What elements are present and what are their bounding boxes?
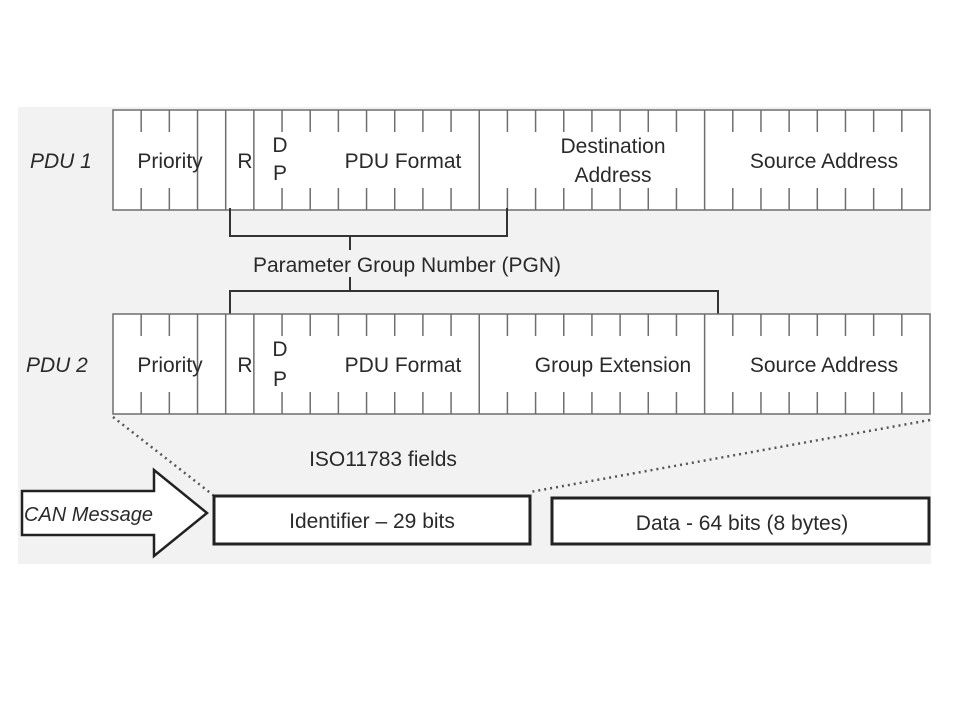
- pgn-label: Parameter Group Number (PGN): [253, 254, 561, 277]
- data-label: Data - 64 bits (8 bytes): [636, 512, 848, 535]
- pdu2-field-strip: [112, 313, 931, 415]
- pdu1-data-page-d: D: [272, 134, 287, 157]
- iso11783-fields-label: ISO11783 fields: [309, 448, 457, 471]
- pgn-bracket-lower: [229, 277, 719, 316]
- identifier-box: Identifier – 29 bits: [212, 494, 532, 546]
- pdu2-row-label: PDU 2: [26, 354, 88, 377]
- pdu1-pdu-format-field: PDU Format: [345, 150, 462, 173]
- pdu2-data-page-d: D: [272, 338, 287, 361]
- pdu2-bit-ticks: [140, 314, 903, 414]
- pdu1-data-page-p: P: [273, 162, 287, 185]
- pdu1-destination-address-line2: Address: [574, 164, 651, 187]
- pdu1-destination-address-line1: Destination: [560, 135, 665, 158]
- pdu1-field-dividers: [196, 110, 706, 210]
- pgn-bracket-upper: [229, 208, 508, 250]
- pdu1-field-strip: [112, 109, 931, 211]
- arrow-shape: [20, 467, 209, 559]
- pdu1-bit-ticks: [140, 110, 903, 210]
- pdu2-pdu-format-field: PDU Format: [345, 354, 462, 377]
- identifier-label: Identifier – 29 bits: [289, 510, 455, 533]
- pdu1-source-address-field: Source Address: [750, 150, 898, 173]
- pdu2-source-address-field: Source Address: [750, 354, 898, 377]
- pdu2-reserved-field: R: [237, 354, 252, 377]
- pdu1-row: PDU 1 Priority R D P PDU Format Destinat…: [30, 109, 931, 211]
- pdu1-reserved-field: R: [237, 150, 252, 173]
- pdu2-field-dividers: [196, 314, 706, 414]
- can-message-label: CAN Message: [24, 504, 153, 526]
- data-box: Data - 64 bits (8 bytes): [550, 496, 931, 546]
- zoom-line-right: [529, 418, 931, 494]
- pdu1-priority-field: Priority: [137, 150, 203, 173]
- pdu2-group-extension-field: Group Extension: [535, 354, 691, 377]
- zoom-dotted-lines: [112, 416, 931, 496]
- pdu2-data-page-p: P: [273, 368, 287, 391]
- can-message-arrow: CAN Message: [20, 467, 209, 559]
- pdu2-row: PDU 2 Priority R D P PDU Format Group Ex…: [26, 313, 931, 415]
- pdu2-priority-field: Priority: [137, 354, 203, 377]
- pdu1-row-label: PDU 1: [30, 150, 92, 173]
